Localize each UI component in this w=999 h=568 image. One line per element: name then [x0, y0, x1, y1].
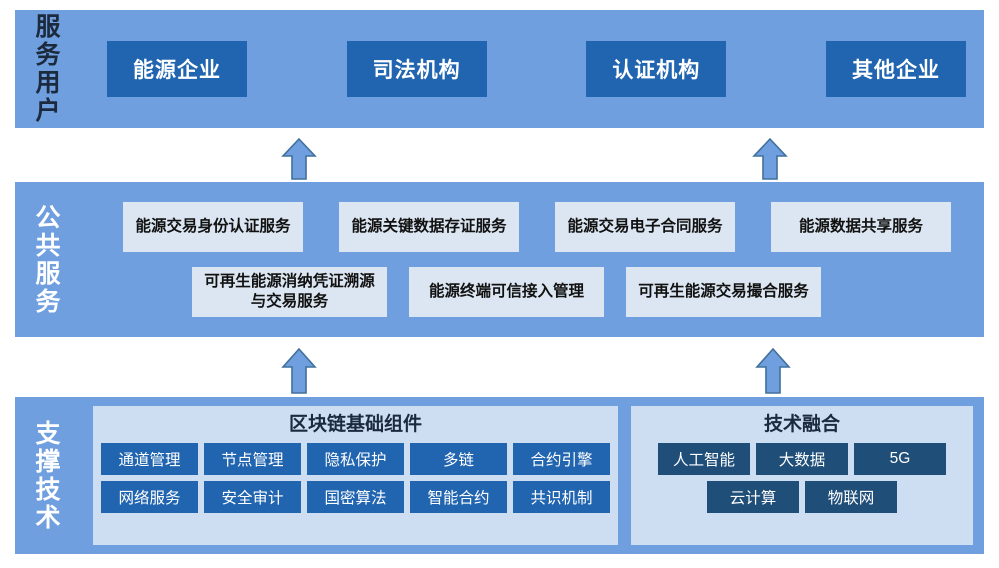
chip-security-audit[interactable]: 安全审计 [204, 480, 301, 513]
user-box-other-enterprise[interactable]: 其他企业 [825, 41, 966, 97]
up-arrow-icon [281, 137, 317, 180]
layer-supporting-technology: 支撑技术 区块链基础组件 通道管理 节点管理 隐私保护 多链 合约引擎 网络服务… [15, 397, 984, 554]
layer-service-users: 服务用户 能源企业 司法机构 认证机构 其他企业 [15, 10, 984, 128]
chip-big-data[interactable]: 大数据 [756, 442, 848, 475]
chip-privacy-protection[interactable]: 隐私保护 [307, 442, 404, 475]
service-box-data-sharing[interactable]: 能源数据共享服务 [771, 202, 951, 252]
chip-5g[interactable]: 5G [854, 442, 946, 475]
layer-body-supporting-technology: 区块链基础组件 通道管理 节点管理 隐私保护 多链 合约引擎 网络服务 安全审计… [77, 397, 984, 554]
service-box-renewable-trading-matching[interactable]: 可再生能源交易撮合服务 [626, 267, 821, 317]
arrow-support-to-services-left [281, 347, 317, 399]
chip-contract-engine[interactable]: 合约引擎 [513, 442, 610, 475]
chip-national-cryptographic-algorithm[interactable]: 国密算法 [307, 480, 404, 513]
user-box-energy-enterprise[interactable]: 能源企业 [107, 41, 247, 97]
layer-label-service-users: 服务用户 [32, 13, 60, 125]
service-box-renewable-certificate-tracing[interactable]: 可再生能源消纳凭证溯源与交易服务 [192, 267, 387, 317]
layer-body-public-services: 能源交易身份认证服务 能源关键数据存证服务 能源交易电子合同服务 能源数据共享服… [77, 182, 984, 337]
chip-row-fusion-1: 人工智能 大数据 5G [639, 442, 965, 475]
chip-artificial-intelligence[interactable]: 人工智能 [658, 442, 750, 475]
up-arrow-icon [755, 347, 791, 394]
panel-title-blockchain-components: 区块链基础组件 [288, 414, 422, 435]
arrow-support-to-services-right [755, 347, 791, 399]
chip-internet-of-things[interactable]: 物联网 [805, 480, 897, 513]
arrow-services-to-users-right [752, 137, 788, 185]
arrow-services-to-users-left [281, 137, 317, 185]
chip-row-fusion-2: 云计算 物联网 [639, 480, 965, 513]
chip-network-service[interactable]: 网络服务 [101, 480, 198, 513]
chip-channel-management[interactable]: 通道管理 [101, 442, 198, 475]
service-box-terminal-trusted-access[interactable]: 能源终端可信接入管理 [409, 267, 604, 317]
panel-title-technology-fusion: 技术融合 [763, 414, 840, 435]
layer-body-service-users: 能源企业 司法机构 认证机构 其他企业 [77, 10, 984, 128]
service-box-electronic-contract[interactable]: 能源交易电子合同服务 [555, 202, 735, 252]
chip-row-blockchain-1: 通道管理 节点管理 隐私保护 多链 合约引擎 [101, 442, 610, 475]
chip-multi-chain[interactable]: 多链 [410, 442, 507, 475]
service-box-identity-authentication[interactable]: 能源交易身份认证服务 [123, 202, 303, 252]
chip-node-management[interactable]: 节点管理 [204, 442, 301, 475]
up-arrow-icon [281, 347, 317, 394]
chip-smart-contract[interactable]: 智能合约 [410, 480, 507, 513]
user-box-certification-authority[interactable]: 认证机构 [586, 41, 727, 97]
layer-label-supporting-technology: 支撑技术 [32, 419, 60, 532]
panel-blockchain-components: 区块链基础组件 通道管理 节点管理 隐私保护 多链 合约引擎 网络服务 安全审计… [93, 406, 618, 545]
chip-consensus-mechanism[interactable]: 共识机制 [513, 480, 610, 513]
up-arrow-icon [752, 137, 788, 180]
chip-cloud-computing[interactable]: 云计算 [707, 480, 799, 513]
service-box-key-data-notarization[interactable]: 能源关键数据存证服务 [339, 202, 519, 252]
layer-public-services: 公共服务 能源交易身份认证服务 能源关键数据存证服务 能源交易电子合同服务 能源… [15, 182, 984, 337]
layer-label-public-services: 公共服务 [32, 203, 60, 316]
user-box-judicial-institution[interactable]: 司法机构 [346, 41, 487, 97]
panel-technology-fusion: 技术融合 人工智能 大数据 5G 云计算 物联网 [631, 406, 973, 545]
chip-row-blockchain-2: 网络服务 安全审计 国密算法 智能合约 共识机制 [101, 480, 610, 513]
